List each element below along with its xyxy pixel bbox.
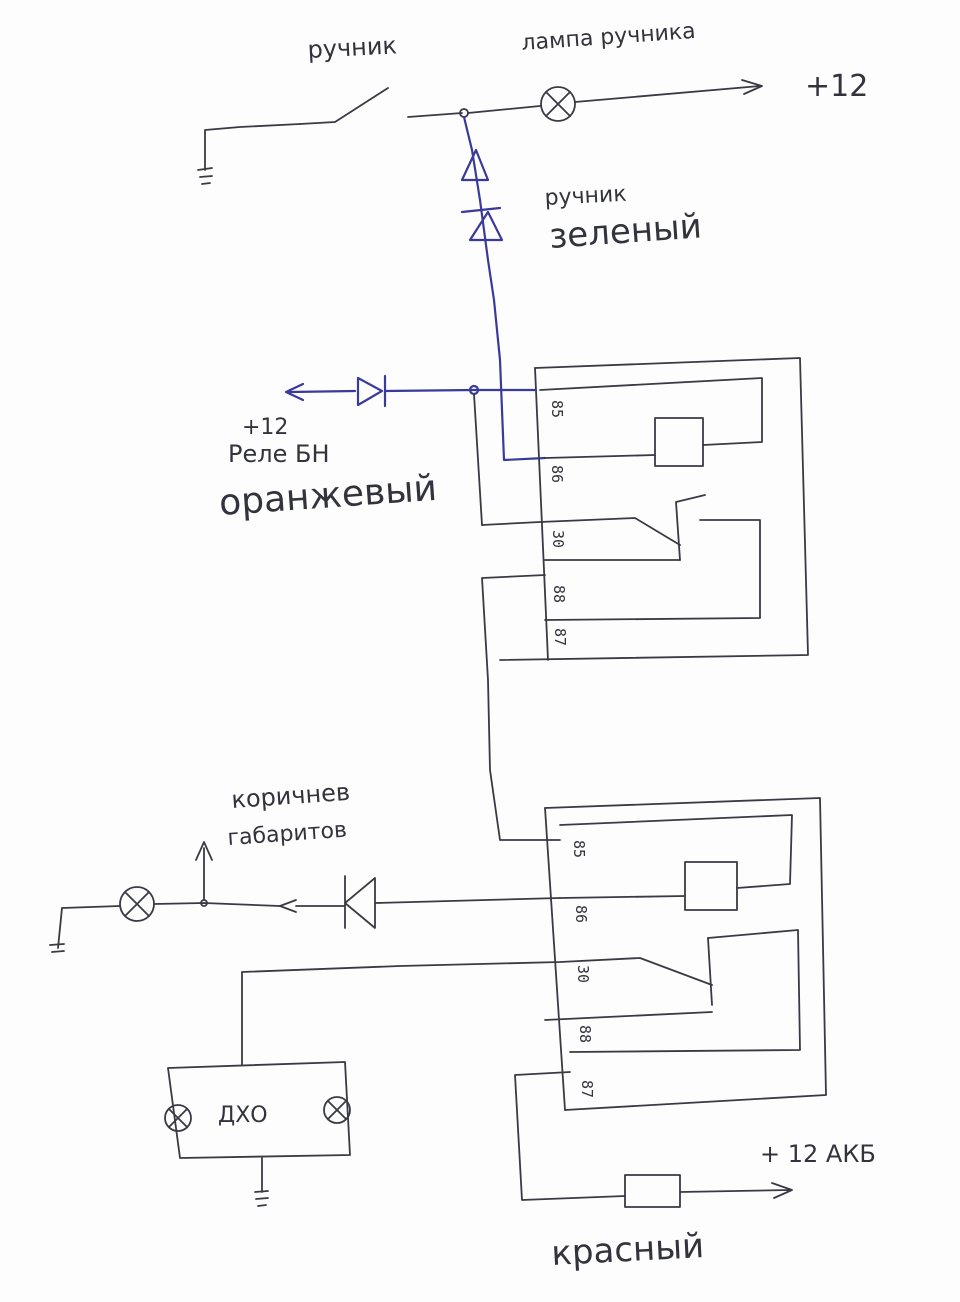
contact-30 [481, 517, 681, 546]
relay1-pin-87: 87 [551, 628, 569, 646]
wire-to-86 [374, 897, 561, 904]
label-handbrake-lamp: лампа ручника [521, 19, 697, 56]
label-handbrake-wire: ручник [544, 182, 627, 211]
label-brown-wire: коричнев [230, 778, 350, 814]
relay-link-wire [481, 574, 561, 841]
fuse-icon [624, 1174, 681, 1208]
label-plus12-relay: +12 [242, 415, 288, 440]
relay-coil [684, 861, 738, 911]
ground-icon [254, 1190, 269, 1207]
switch-lever [299, 87, 389, 125]
wire [153, 902, 281, 907]
relay1-pin-85: 85 [548, 400, 566, 418]
arrow-icon [679, 1182, 793, 1199]
battery-feed [514, 1071, 793, 1208]
lamp-icon [540, 86, 576, 122]
coil-wire-86 [559, 895, 686, 899]
relay1-pin-30: 30 [549, 530, 567, 548]
relay-coil [654, 417, 704, 467]
wire-to-lamp [467, 105, 541, 114]
diode-bar [460, 206, 502, 214]
dho-lamp-left-icon [164, 1104, 192, 1132]
dho-lamp-right-icon [323, 1096, 351, 1124]
arrow-icon [279, 899, 297, 913]
relay2-pin-86: 86 [572, 905, 590, 923]
coil-wire-85 [539, 377, 763, 446]
arrow-icon [195, 841, 213, 901]
relay1-plus12-feed [284, 374, 537, 526]
relay2-pin-30: 30 [574, 965, 592, 983]
label-plus12-top: +12 [805, 69, 868, 104]
relay-outer [499, 357, 809, 661]
relay1-pin-86: 86 [548, 465, 566, 483]
relay2-pin-85: 85 [570, 840, 588, 858]
relay2-pin-88: 88 [576, 1025, 594, 1043]
arrow-icon [284, 382, 305, 402]
contact-87 [707, 937, 713, 1006]
diode-icon [468, 210, 504, 242]
relay-pin-strip [534, 367, 549, 661]
ground-icon [197, 167, 213, 185]
handbrake-feed-wire [460, 115, 547, 462]
dho-box [167, 1061, 351, 1159]
wire-to-30 [473, 393, 483, 526]
relay-pin-strip [544, 807, 566, 1111]
parking-lights-input [49, 841, 561, 953]
relay-bn [481, 357, 809, 661]
diode-icon [295, 875, 376, 929]
relay1-pin-88: 88 [550, 585, 568, 603]
blue-wire [462, 115, 547, 462]
wire-87 [514, 1071, 626, 1201]
contact-arm [544, 1011, 713, 1021]
diode-icon [460, 148, 490, 182]
switch-contact [407, 112, 463, 118]
wire-to-plus12 [574, 85, 761, 103]
arrow-icon [741, 79, 763, 95]
relay-2 [241, 797, 827, 1111]
contact-wire-88 [544, 519, 761, 621]
label-relay-bn: Реле БН [228, 440, 329, 468]
ground-icon [49, 943, 65, 953]
coil-wire-85 [559, 814, 793, 889]
label-orange-wire: оранжевый [218, 468, 438, 524]
contact-87-wire [569, 929, 801, 1053]
ground-wire [57, 905, 121, 949]
label-dho: ДХО [218, 1103, 268, 1128]
label-handbrake-switch: ручник [307, 31, 398, 64]
relay2-pin-87: 87 [578, 1080, 596, 1098]
feed-wire [288, 388, 537, 394]
lamp-icon [119, 886, 155, 922]
label-red-wire: красный [550, 1226, 705, 1274]
dho-module [164, 1061, 351, 1207]
handbrake-switch-circuit [197, 79, 763, 185]
label-parking-lights: габаритов [227, 818, 348, 851]
diode-icon [356, 374, 387, 408]
relay-outer [544, 797, 827, 1111]
label-green-wire: зеленый [548, 206, 703, 257]
label-plus12-akb: + 12 АКБ [760, 1140, 876, 1168]
contact-30 [241, 957, 713, 1066]
contact-87 [675, 494, 706, 561]
ground-wire [204, 123, 301, 171]
coil-wire-86 [544, 454, 656, 459]
